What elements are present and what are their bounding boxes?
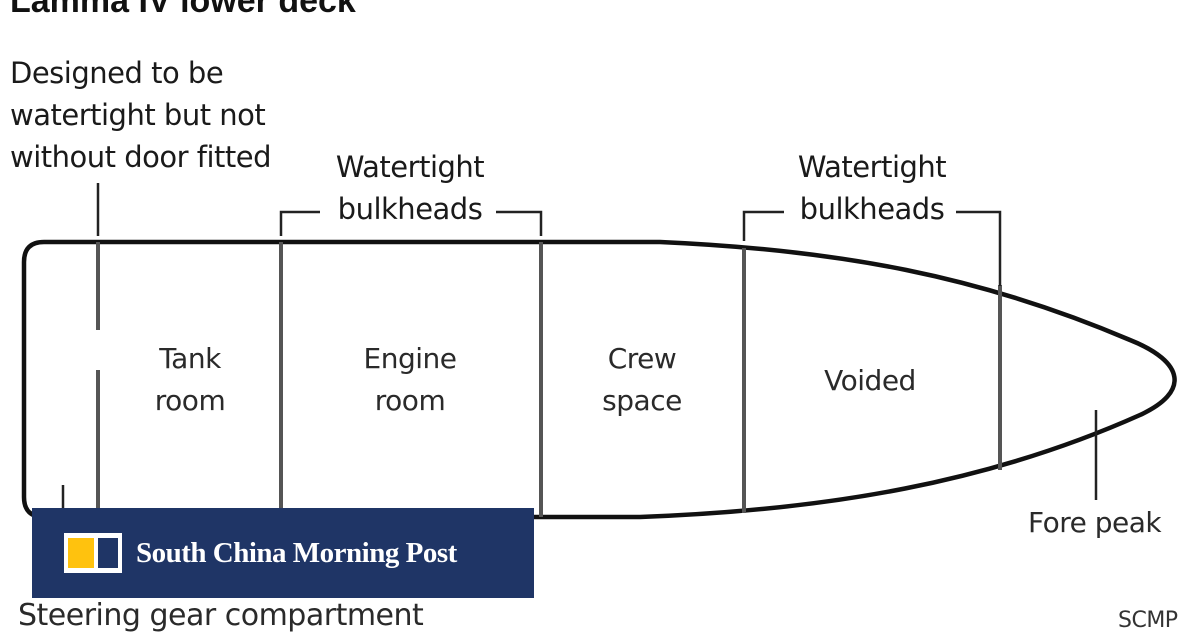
room-label-line: space — [602, 384, 682, 417]
scmp-brand: South China Morning Post — [136, 536, 457, 569]
bulkhead-label-fore: Watertight bulkheads — [772, 146, 972, 230]
scmp-banner: South China Morning Post — [32, 508, 534, 598]
bulkhead-label-line: bulkheads — [337, 192, 483, 226]
bracket-fore-right — [956, 210, 1002, 286]
bracket-fore-left — [742, 210, 784, 241]
bracket-aft-right — [496, 210, 543, 236]
scmp-logo-icon — [64, 533, 122, 573]
door-note-line: without door fitted — [10, 140, 272, 174]
bulkhead-label-aft: Watertight bulkheads — [310, 146, 510, 230]
door-note-line: Designed to be — [10, 56, 224, 90]
room-crew: Crew space — [560, 338, 724, 422]
room-label-line: room — [154, 384, 226, 417]
bulkhead-label-line: Watertight — [797, 150, 947, 184]
bulkhead-label-line: bulkheads — [799, 192, 945, 226]
room-label-line: Engine — [363, 342, 457, 375]
door-note-line: watertight but not — [10, 98, 266, 132]
bulkhead-label-line: Watertight — [335, 150, 485, 184]
room-tank: Tank room — [110, 338, 270, 422]
hull-outline — [21, 239, 1177, 520]
room-label-line: Tank — [159, 342, 221, 375]
room-engine: Engine room — [310, 338, 510, 422]
room-label-line: Voided — [824, 364, 916, 397]
room-label-line: Crew — [607, 342, 677, 375]
bracket-aft-left — [279, 210, 320, 236]
door-note: Designed to be watertight but not withou… — [10, 52, 272, 178]
room-label-line: room — [374, 384, 446, 417]
page-title: Lamma IV lower deck — [10, 0, 356, 20]
steering-label: Steering gear compartment — [18, 598, 424, 633]
fore-peak-label: Fore peak — [1028, 506, 1162, 539]
credit-label: SCMP — [1118, 608, 1178, 633]
room-voided: Voided — [780, 360, 960, 402]
